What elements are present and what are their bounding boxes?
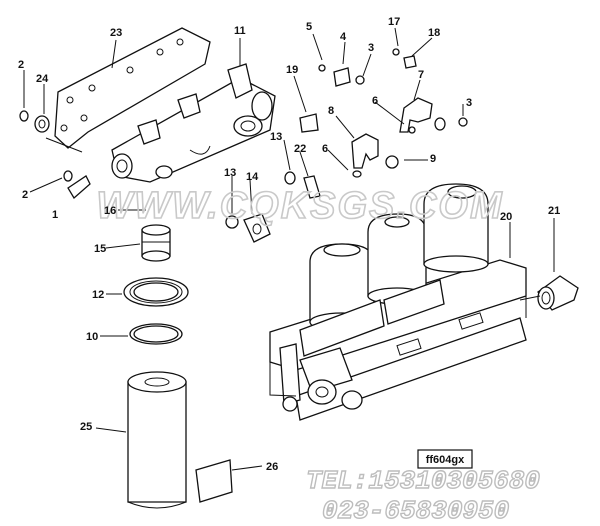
leader-lines — [23, 27, 555, 471]
callout-label: 4 — [340, 31, 347, 43]
filter-head-manifold-part — [111, 63, 276, 183]
callout-label: 1 — [52, 209, 58, 221]
spin-on-filter-stack — [123, 224, 233, 509]
callout-label: 15 — [94, 243, 106, 255]
callout-label: 14 — [246, 171, 259, 183]
callout-label: 26 — [266, 461, 278, 473]
drawing-code-box: ff604gx — [417, 449, 473, 469]
callout-label: 3 — [466, 97, 472, 109]
callout-label: 8 — [328, 105, 334, 117]
small-fittings-group — [225, 48, 468, 243]
triple-filter-assembly-part — [269, 183, 527, 421]
callout-label: 17 — [388, 16, 400, 28]
callout-label: 20 — [500, 211, 512, 223]
callout-label: 21 — [548, 205, 560, 217]
callout-label: 13 — [224, 167, 236, 179]
callout-label: 12 — [92, 289, 104, 301]
watermark-text: WWW.CQKSGS.COM — [96, 185, 503, 227]
callout-label: 24 — [36, 73, 49, 85]
mounting-plate-part — [54, 27, 211, 149]
callout-label: 2 — [18, 59, 24, 71]
callout-label: 18 — [428, 27, 440, 39]
callout-label: 3 — [368, 42, 374, 54]
callout-label: 10 — [86, 331, 98, 343]
callout-label: 13 — [270, 131, 282, 143]
outlet-fitting-part — [537, 275, 579, 311]
callout-label: 11 — [234, 25, 246, 37]
callout-label: 6 — [372, 95, 378, 107]
callout-label: 16 — [104, 205, 116, 217]
callout-label: 22 — [294, 143, 306, 155]
contact-phone-line: TEL:15310305680 — [306, 466, 540, 496]
callout-label: 23 — [110, 27, 122, 39]
callout-label: 5 — [306, 21, 312, 33]
callout-label: 7 — [418, 69, 424, 81]
callout-label: 25 — [80, 421, 92, 433]
drawing-code-text: ff604gx — [426, 454, 465, 466]
callout-label: 2 — [22, 189, 28, 201]
callout-labels: 23 11 5 4 3 17 18 2 24 19 7 8 6 3 9 13 2… — [18, 16, 560, 473]
contact-landline-line: 023-65830950 — [322, 496, 509, 526]
callout-label: 9 — [430, 153, 436, 165]
callout-label: 6 — [322, 143, 328, 155]
left-small-parts — [19, 110, 91, 200]
callout-label: 19 — [286, 64, 298, 76]
